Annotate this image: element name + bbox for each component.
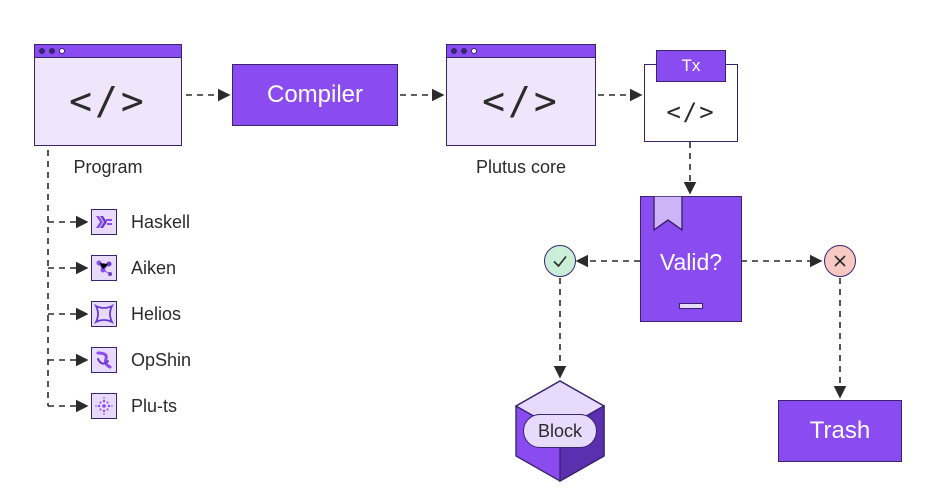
plu-ts-glyph xyxy=(95,397,113,415)
haskell-glyph xyxy=(96,216,112,228)
plutus-code-glyph: </> xyxy=(482,79,560,123)
aiken-label: Aiken xyxy=(131,258,177,278)
validator-document: Valid? xyxy=(640,196,742,322)
compiler-label: Compiler xyxy=(266,81,364,108)
window-dot xyxy=(451,48,457,54)
window-dot xyxy=(39,48,45,54)
validator-label: Valid? xyxy=(659,249,723,275)
success-check xyxy=(544,245,576,277)
aiken-glyph xyxy=(96,260,112,276)
plu-ts-icon xyxy=(91,393,117,419)
plu-ts-label: Plu-ts xyxy=(131,396,178,416)
plutus-core-label: Plutus core xyxy=(475,157,567,177)
validator-minus-bar xyxy=(679,303,703,309)
window-dot xyxy=(49,48,55,54)
program-window: </> xyxy=(34,44,182,146)
block-label: Block xyxy=(537,420,582,441)
window-dot xyxy=(59,48,65,54)
tx-tab: Tx xyxy=(656,50,726,82)
plutus-core-window: </> xyxy=(446,44,596,146)
program-code-glyph: </> xyxy=(69,79,147,123)
program-label: Program xyxy=(73,157,143,177)
window-dot xyxy=(471,48,477,54)
bookmark-icon xyxy=(653,196,683,232)
helios-glyph xyxy=(94,304,114,324)
opshin-label: OpShin xyxy=(131,350,192,370)
opshin-icon xyxy=(91,347,117,373)
window-dot xyxy=(461,48,467,54)
plutus-window-titlebar xyxy=(447,45,595,58)
trash-box: Trash xyxy=(778,400,902,462)
aiken-icon xyxy=(91,255,117,281)
trash-label: Trash xyxy=(809,417,871,444)
compiler-box: Compiler xyxy=(232,64,398,126)
tx-tab-label: Tx xyxy=(681,56,701,75)
haskell-icon xyxy=(91,209,117,235)
check-icon xyxy=(553,256,567,268)
fail-cross xyxy=(824,245,856,277)
haskell-label: Haskell xyxy=(131,212,191,232)
tx-code-glyph: </> xyxy=(666,98,716,126)
opshin-glyph xyxy=(96,351,112,369)
close-icon xyxy=(834,255,846,267)
helios-icon xyxy=(91,301,117,327)
program-window-titlebar xyxy=(35,45,181,58)
helios-label: Helios xyxy=(131,304,182,324)
block-pill: Block xyxy=(523,414,597,448)
